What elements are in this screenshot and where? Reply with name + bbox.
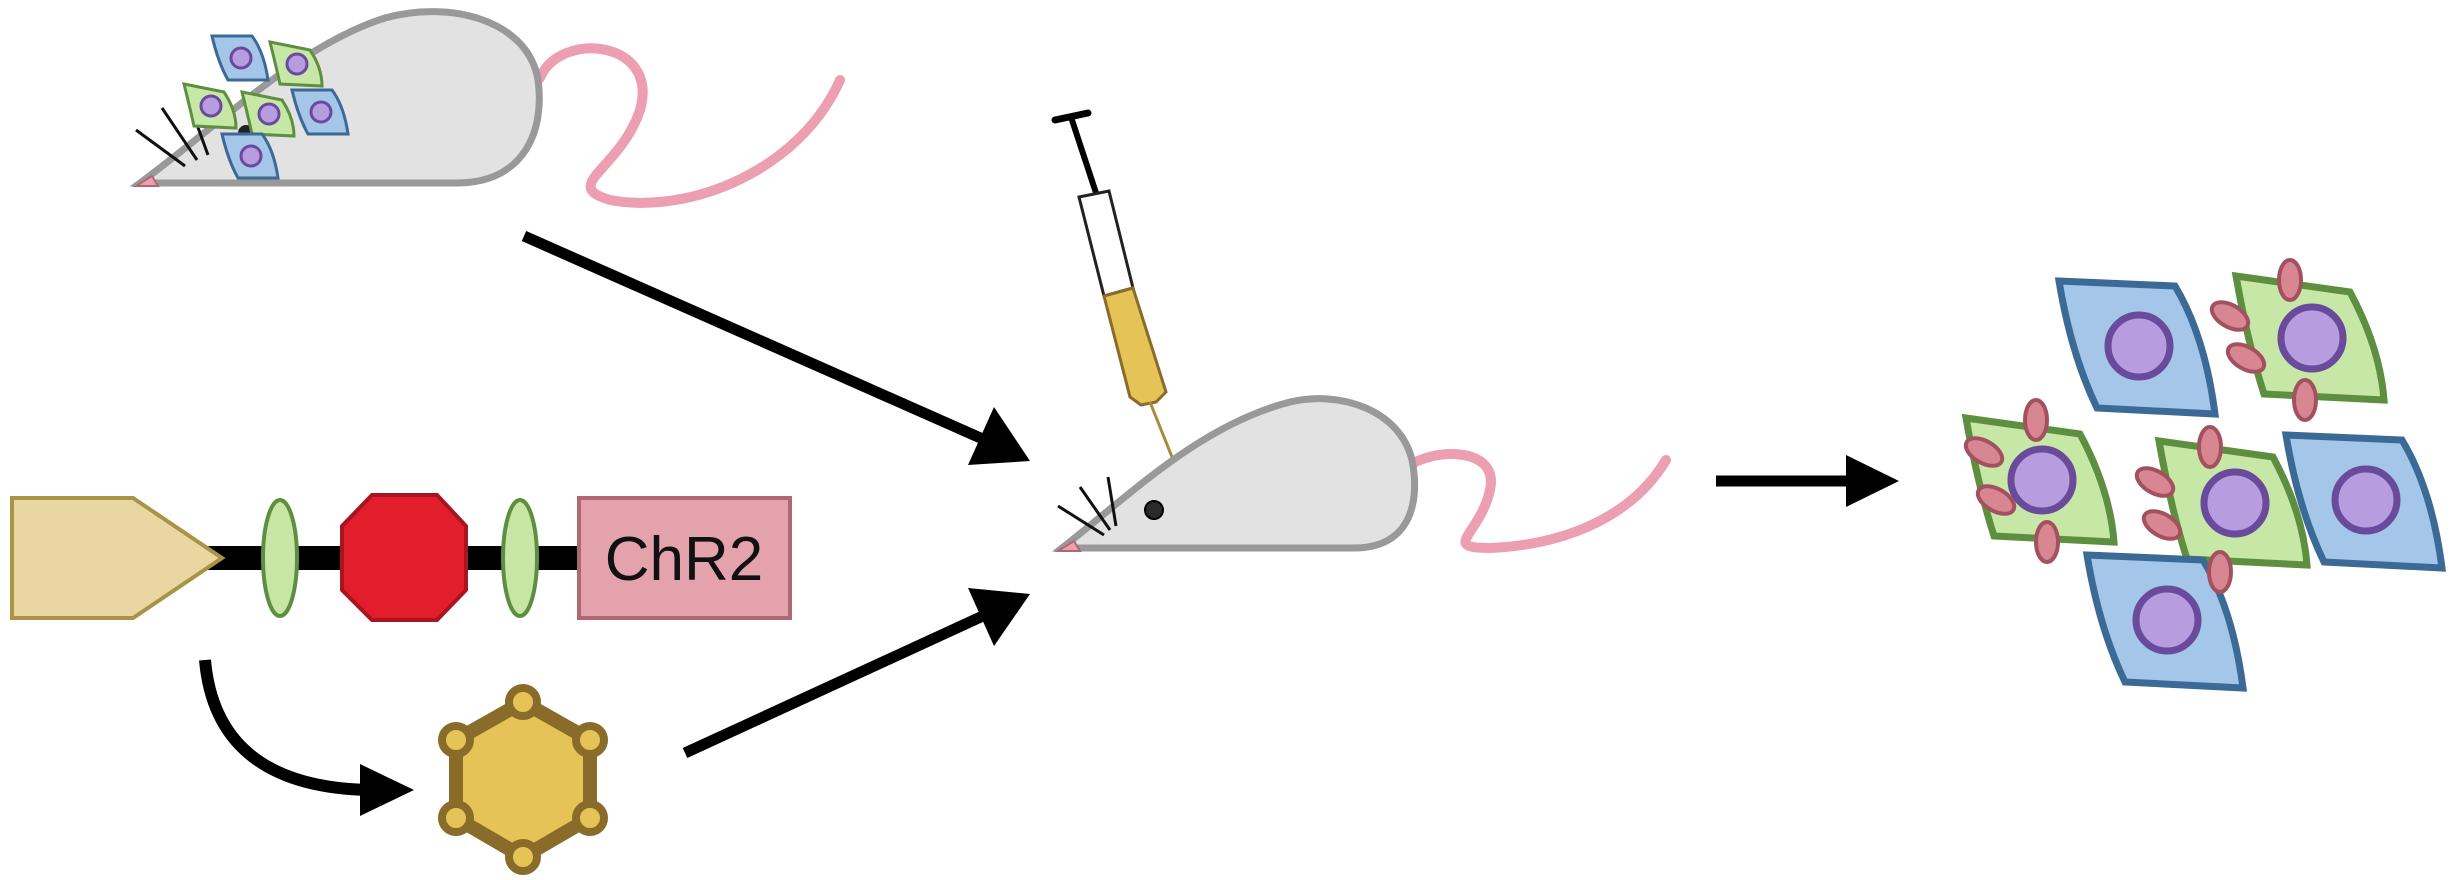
recipient-mouse-nose — [1054, 539, 1082, 552]
recipient-mouse-whiskers — [1057, 476, 1118, 537]
engineered-cells-icon — [1959, 258, 2442, 688]
genetic-construct: ChR2 — [10, 493, 792, 622]
donor-mouse-tail — [535, 43, 845, 208]
arrow-recipient-to-cells — [1716, 455, 1899, 507]
arrows — [199, 230, 1899, 816]
arrow-promoter-to-molecule — [199, 659, 414, 816]
cell-green — [2159, 441, 2307, 565]
small-molecule-hexagon-icon — [438, 684, 608, 875]
syringe-icon — [1051, 109, 1188, 493]
donor-mouse-nose — [132, 174, 160, 187]
promoter-arrow-icon — [10, 496, 226, 620]
linker-element-right — [501, 498, 539, 618]
chr2-label: ChR2 — [605, 525, 764, 594]
arrow-donor-to-recipient — [521, 230, 1030, 465]
stop-signal-icon — [340, 493, 468, 622]
syringe-fluid — [1102, 286, 1168, 407]
chr2-box — [577, 496, 792, 620]
syringe-plunger-cap — [1051, 109, 1092, 124]
cell-blue — [2059, 281, 2215, 414]
recipient-mouse-tail — [1401, 449, 1671, 554]
arrow-molecule-to-recipient — [682, 588, 1030, 758]
linker-element-left — [261, 498, 299, 618]
recipient-mouse-eye — [1144, 500, 1164, 520]
cell-blue — [2286, 435, 2442, 568]
recipient-mouse-icon — [1051, 395, 1671, 554]
hexagon-ring — [449, 695, 597, 864]
syringe-barrel — [1077, 189, 1135, 298]
